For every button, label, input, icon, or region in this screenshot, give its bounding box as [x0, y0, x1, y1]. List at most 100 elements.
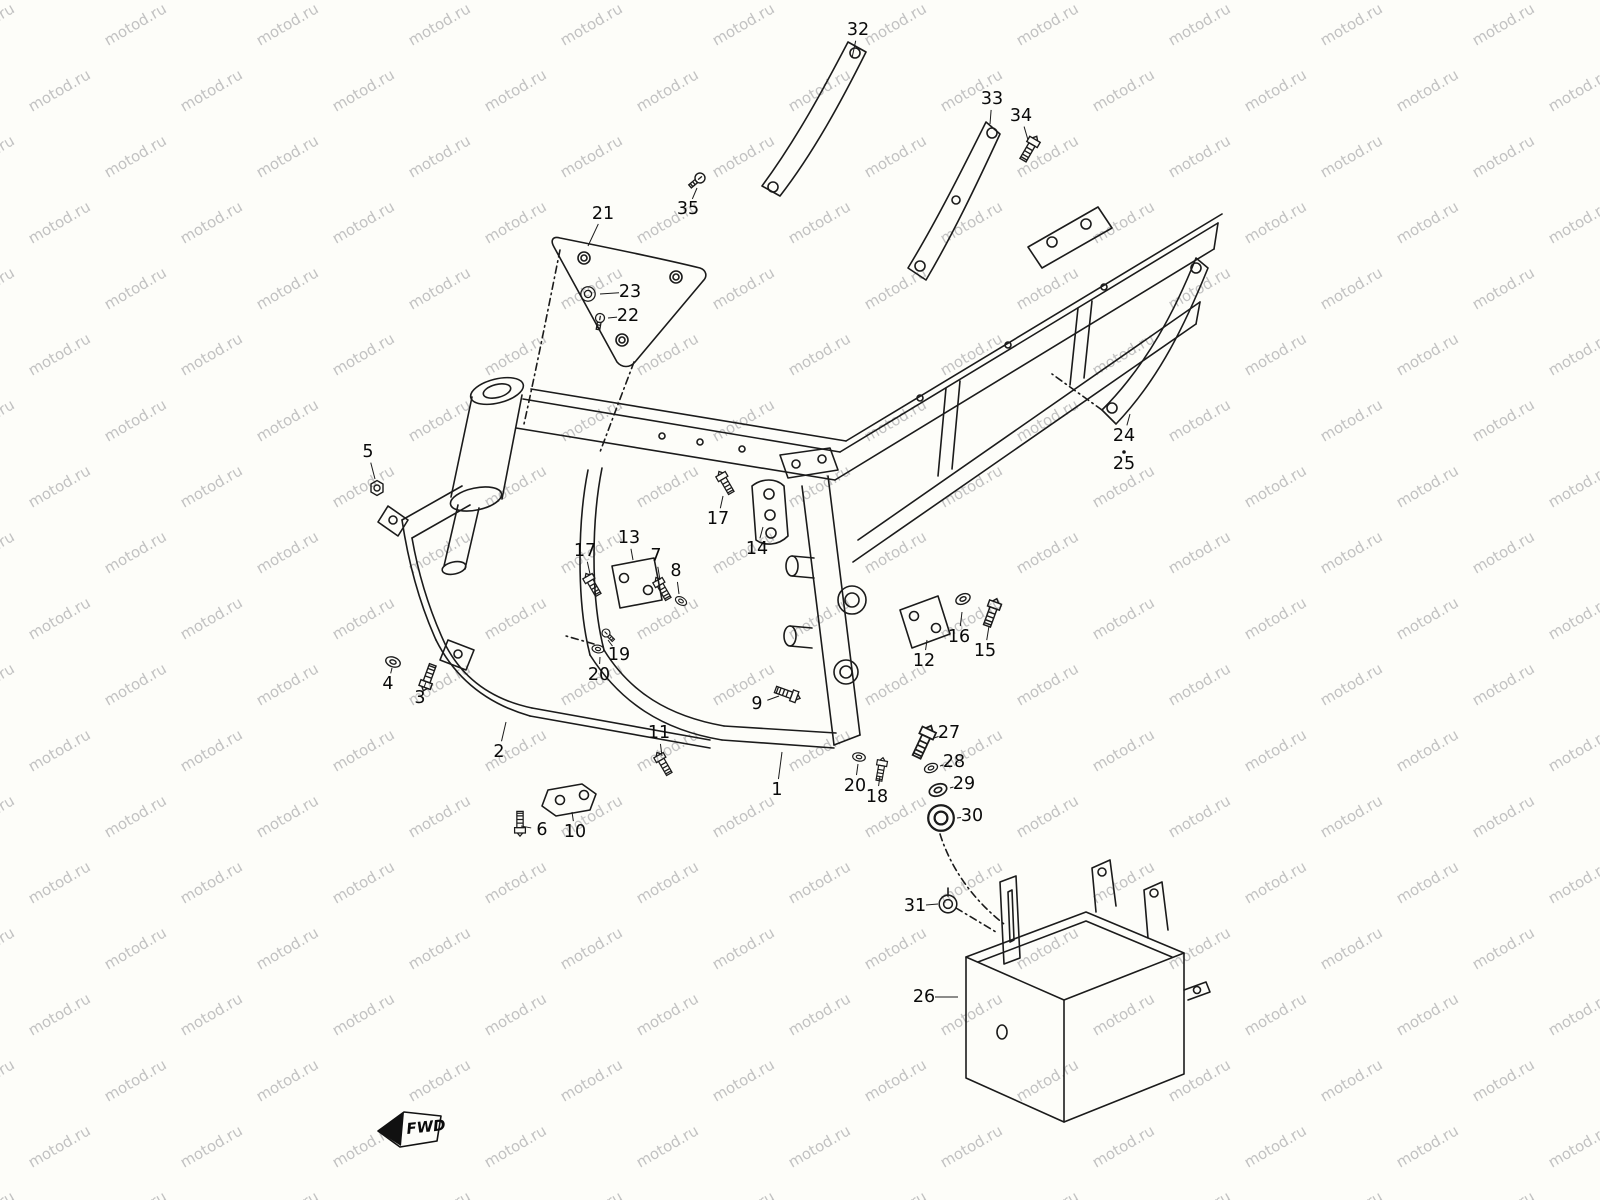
- watermark-text: motod.ru: [405, 791, 474, 841]
- watermark-text: motod.ru: [1317, 263, 1386, 313]
- fwd-arrow-tip: [378, 1112, 404, 1146]
- watermark-text: motod.ru: [861, 1187, 930, 1200]
- callout-leader-22: [607, 316, 618, 319]
- callout-leader-18: [878, 775, 881, 787]
- watermark-text: motod.ru: [633, 65, 702, 115]
- watermark-text: motod.ru: [405, 0, 474, 49]
- watermark-text: motod.ru: [633, 461, 702, 511]
- callout-leader-12: [925, 639, 928, 651]
- watermark-text: motod.ru: [557, 0, 626, 49]
- part-bracket-13: [611, 557, 663, 609]
- frame-drawing: [377, 41, 1223, 1123]
- watermark-text: motod.ru: [101, 131, 170, 181]
- watermark-text: motod.ru: [25, 329, 94, 379]
- watermark-text: motod.ru: [481, 65, 550, 115]
- callout-26: 26: [913, 987, 935, 1007]
- watermark-text: motod.ru: [1545, 65, 1600, 115]
- watermark-text: motod.ru: [1545, 461, 1600, 511]
- watermark-text: motod.ru: [557, 923, 626, 973]
- callout-leader-23: [599, 292, 620, 295]
- bolt-18-icon: [873, 756, 889, 783]
- callout-15: 15: [974, 641, 996, 661]
- watermark-text: motod.ru: [1089, 65, 1158, 115]
- watermark-text: motod.ru: [405, 263, 474, 313]
- bolt-6-icon: [513, 810, 527, 837]
- watermark-text: motod.ru: [405, 1187, 474, 1200]
- watermark-text: motod.ru: [0, 395, 18, 445]
- callout-14: 14: [746, 539, 768, 559]
- watermark-text: motod.ru: [1165, 395, 1234, 445]
- watermark-text: motod.ru: [177, 989, 246, 1039]
- watermark-text: motod.ru: [861, 527, 930, 577]
- watermark-text: motod.ru: [1241, 1121, 1310, 1171]
- callout-29: 29: [953, 774, 975, 794]
- callout-34: 34: [1010, 106, 1032, 126]
- watermark-text: motod.ru: [253, 1187, 322, 1200]
- callout-leader-28: [939, 764, 944, 767]
- watermark-text: motod.ru: [1241, 461, 1310, 511]
- callout-leader-2: [501, 721, 507, 742]
- watermark-text: motod.ru: [253, 527, 322, 577]
- watermark-text: motod.ru: [0, 923, 18, 973]
- watermark-text: motod.ru: [329, 197, 398, 247]
- callout-33: 33: [981, 89, 1003, 109]
- watermark-text: motod.ru: [709, 131, 778, 181]
- callout-17: 17: [574, 541, 596, 561]
- watermark-text: motod.ru: [0, 263, 18, 313]
- fwd-arrow-outline: [377, 1111, 442, 1148]
- watermark-text: motod.ru: [253, 791, 322, 841]
- watermark-text: motod.ru: [861, 395, 930, 445]
- watermark-text: motod.ru: [785, 725, 854, 775]
- watermark-text: motod.ru: [1469, 1055, 1538, 1105]
- washer-4-icon: [383, 654, 403, 670]
- watermark-text: motod.ru: [557, 1055, 626, 1105]
- watermark-text: motod.ru: [785, 197, 854, 247]
- watermark-text: motod.ru: [1469, 131, 1538, 181]
- callout-leader-15: [986, 625, 990, 641]
- watermark-text: motod.ru: [101, 527, 170, 577]
- watermark-text: motod.ru: [1165, 1187, 1234, 1200]
- watermark-text: motod.ru: [1013, 527, 1082, 577]
- watermark-text: motod.ru: [1545, 593, 1600, 643]
- callout-leader-10: [571, 811, 574, 822]
- watermark-text: motod.ru: [633, 593, 702, 643]
- watermark-text: motod.ru: [1165, 923, 1234, 973]
- watermark-text: motod.ru: [101, 791, 170, 841]
- watermark-text: motod.ru: [0, 0, 18, 49]
- watermark-text: motod.ru: [1241, 725, 1310, 775]
- part-down-tube: [377, 485, 711, 749]
- watermark-text: motod.ru: [253, 0, 322, 49]
- watermark-text: motod.ru: [1393, 989, 1462, 1039]
- callout-leader-29: [949, 786, 954, 789]
- watermark-text: motod.ru: [1317, 659, 1386, 709]
- part-bracket-14: [751, 479, 789, 545]
- watermark-text: motod.ru: [1545, 197, 1600, 247]
- bolt-9-icon: [772, 683, 803, 705]
- watermark-text: motod.ru: [785, 1121, 854, 1171]
- assembly-dash-lines: [523, 249, 1005, 933]
- watermark-text: motod.ru: [101, 0, 170, 49]
- bolt-27-icon: [908, 721, 939, 761]
- watermark-text: motod.ru: [177, 329, 246, 379]
- callout-leader-16: [959, 611, 963, 627]
- watermark-text: motod.ru: [709, 0, 778, 49]
- watermark-text: motod.ru: [1393, 65, 1462, 115]
- callout-11: 11: [648, 723, 670, 743]
- callout-20: 20: [588, 665, 610, 685]
- watermark-text: motod.ru: [1545, 989, 1600, 1039]
- callout-20: 20: [844, 776, 866, 796]
- watermark-text: motod.ru: [0, 1187, 18, 1200]
- watermark-text: motod.ru: [709, 659, 778, 709]
- watermark-text: motod.ru: [1393, 857, 1462, 907]
- watermark-text: motod.ru: [253, 1055, 322, 1105]
- watermark-text: motod.ru: [1393, 1121, 1462, 1171]
- watermark-text: motod.ru: [25, 197, 94, 247]
- watermark-text: motod.ru: [1013, 923, 1082, 973]
- watermark-text: motod.ru: [1013, 131, 1082, 181]
- watermark-text: motod.ru: [1393, 725, 1462, 775]
- watermark-text: motod.ru: [253, 131, 322, 181]
- watermark-text: motod.ru: [101, 395, 170, 445]
